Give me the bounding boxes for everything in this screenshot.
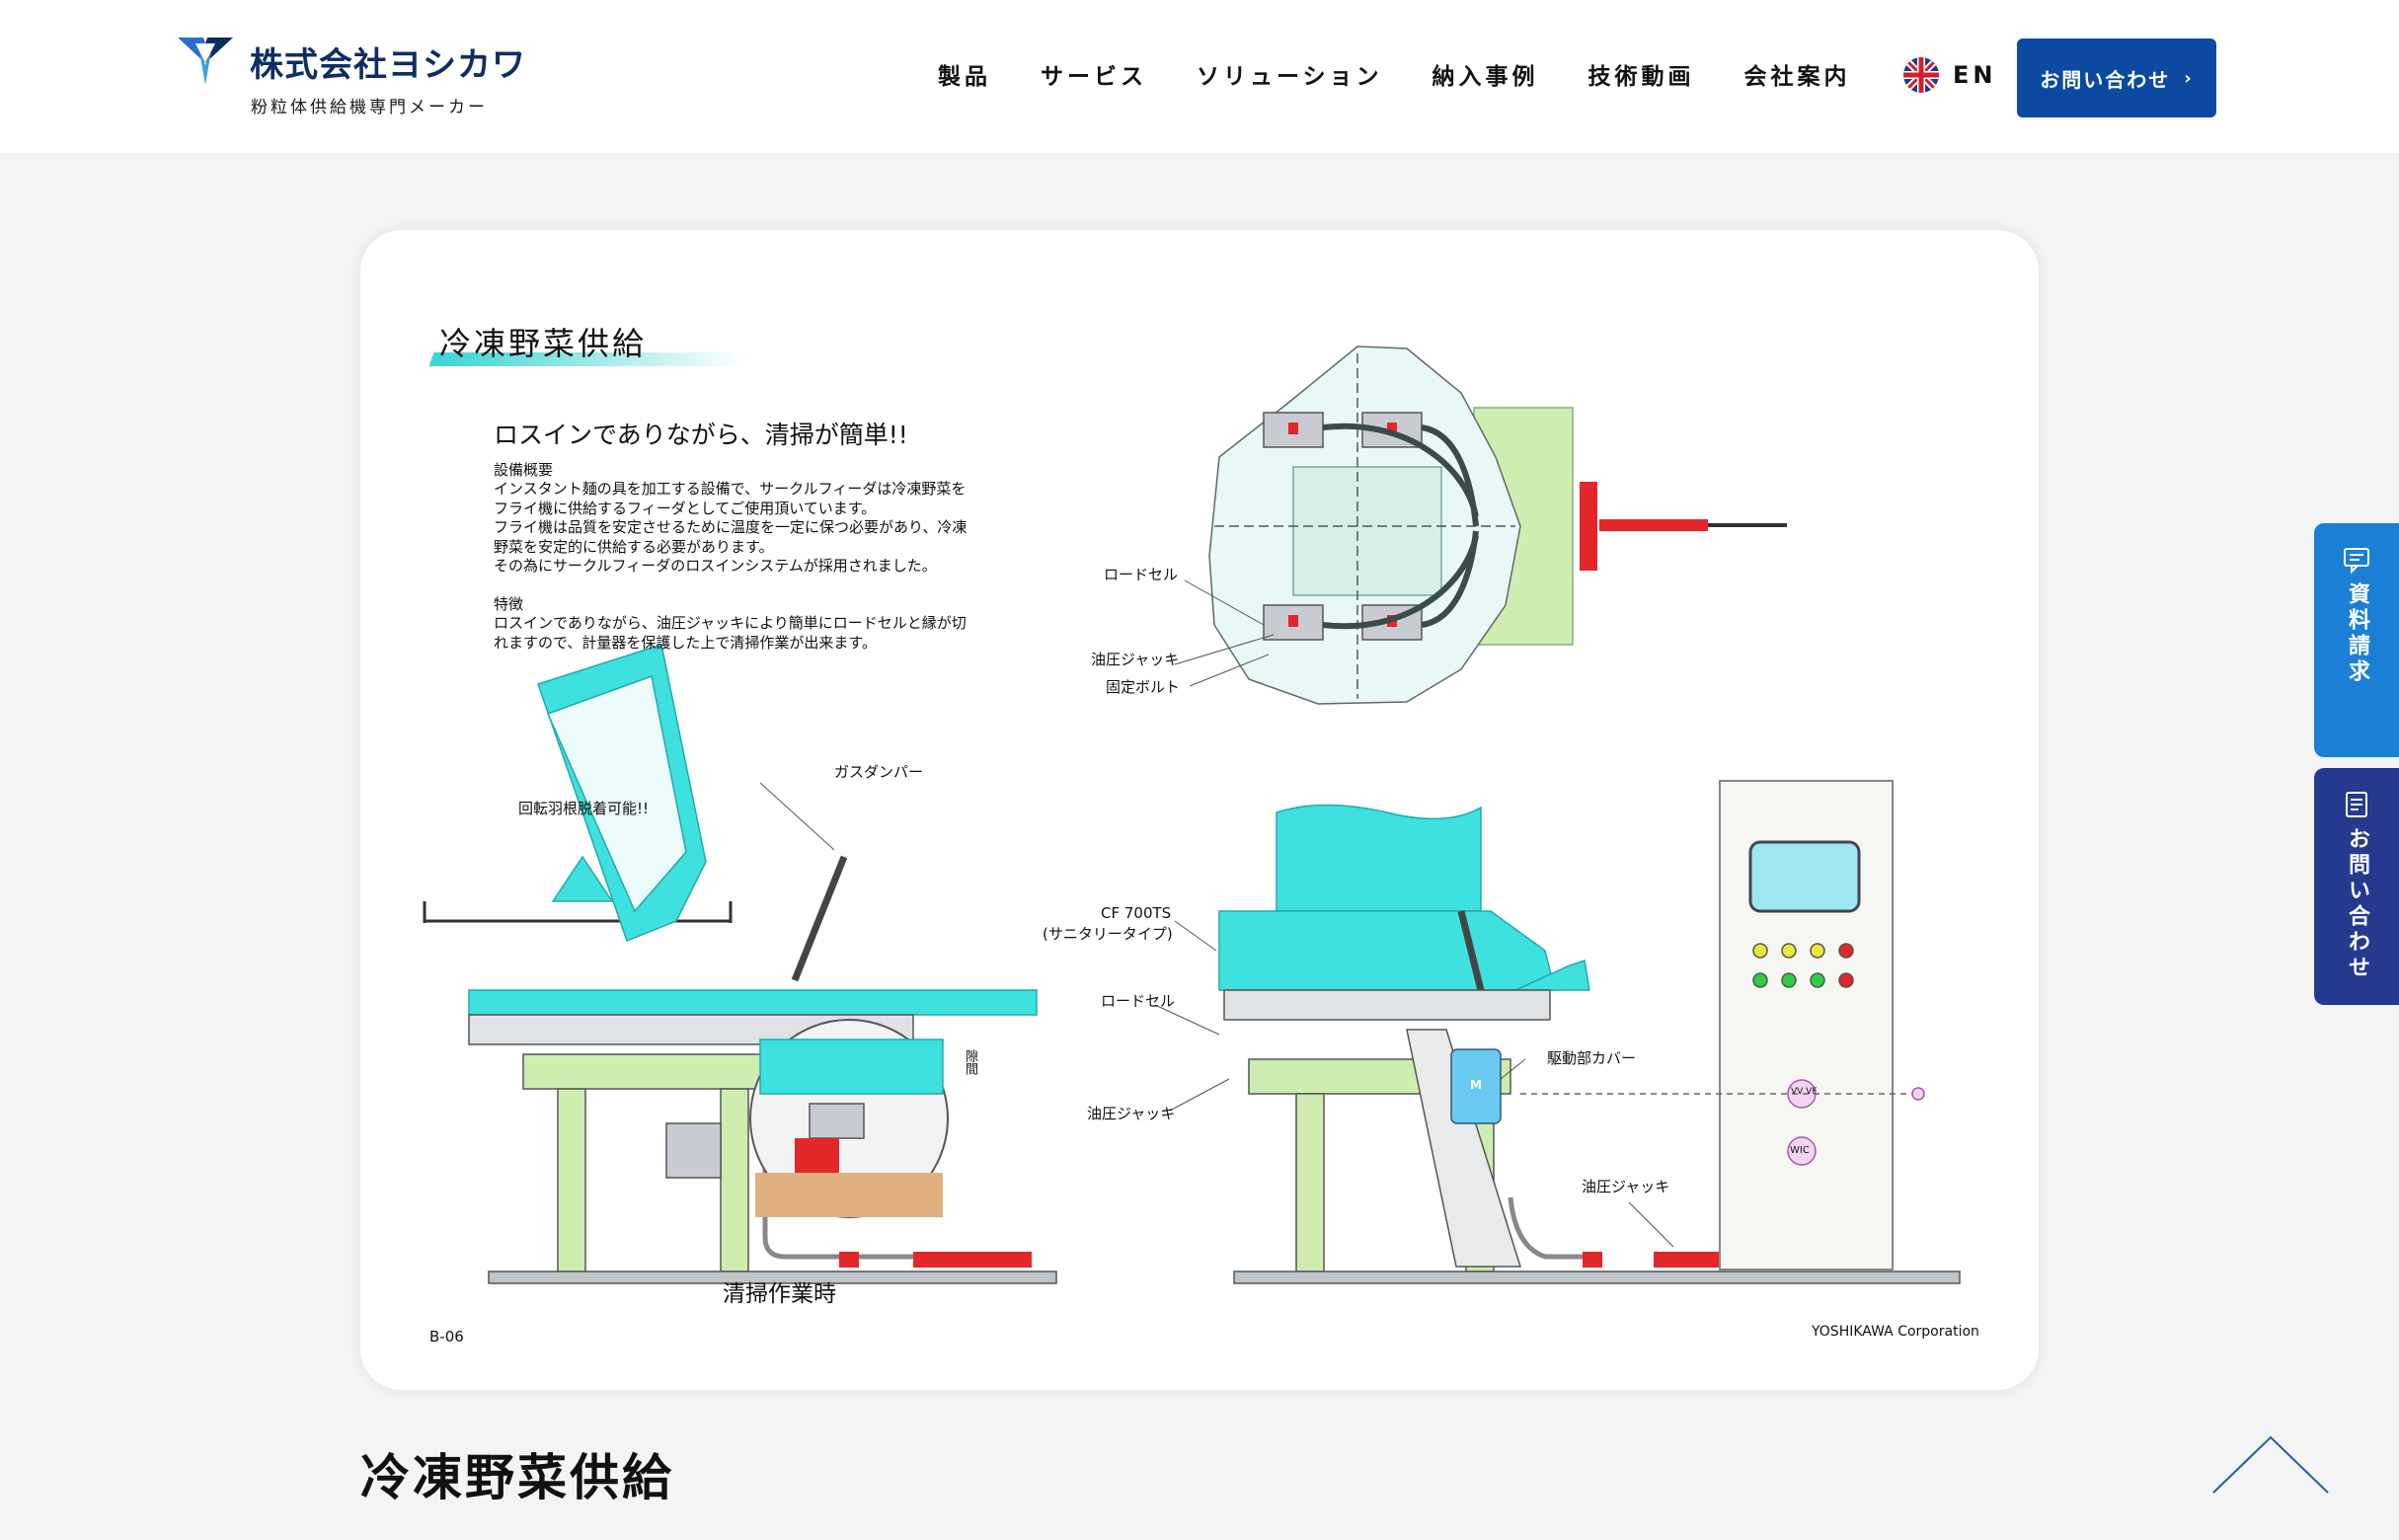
diagram-heading: ロスインでありながら、清掃が簡単!! xyxy=(494,421,908,449)
label-model: CF 700TS xyxy=(1101,904,1172,922)
nav-services[interactable]: サービス xyxy=(1041,64,1147,90)
diagram-code: B-06 xyxy=(429,1328,464,1346)
overview-label: 設備概要 xyxy=(494,461,554,479)
feature-text: ロスインでありながら、油圧ジャッキにより簡単にロードセルと縁が切 れますので、計… xyxy=(494,614,967,652)
label-jack-top: 油圧ジャッキ xyxy=(1091,651,1180,668)
label-jack-detail: 油圧ジャッキ xyxy=(1087,1105,1176,1122)
label-wic: WIC xyxy=(1790,1145,1810,1156)
label-drive-cover: 駆動部カバー xyxy=(1547,1049,1637,1067)
contact-tab[interactable]: お問い合わせ xyxy=(2314,768,2399,1005)
label-gap: 隙間 xyxy=(963,1049,977,1075)
label-load-cell-top: ロードセル xyxy=(1104,566,1179,583)
language-label: EN xyxy=(1953,61,1997,89)
feature-label: 特徴 xyxy=(494,595,524,613)
label-load-cell-side: ロードセル xyxy=(1101,992,1176,1010)
site-header: 株式会社ヨシカワ 粉粒体供給機専門メーカー 製品 サービス ソリューション 納入… xyxy=(0,0,2399,153)
label-vvvf: VV VF xyxy=(1791,1087,1818,1097)
nav-products[interactable]: 製品 xyxy=(938,64,991,90)
request-docs-tab[interactable]: 資料請求 xyxy=(2314,523,2399,757)
logo-name: 株式会社ヨシカワ xyxy=(250,45,526,85)
contact-button[interactable]: お問い合わせ › xyxy=(2017,38,2216,117)
nav-company[interactable]: 会社案内 xyxy=(1743,64,1851,90)
diagram-caption: 清掃作業時 xyxy=(723,1281,836,1307)
language-switch[interactable]: EN xyxy=(1903,57,1996,93)
logo[interactable]: 株式会社ヨシカワ 粉粒体供給機専門メーカー xyxy=(176,34,525,122)
contact-tab-label: お問い合わせ xyxy=(2345,827,2369,981)
main-nav: 製品 サービス ソリューション 納入事例 技術動画 会社案内 xyxy=(938,57,1900,91)
nav-videos[interactable]: 技術動画 xyxy=(1587,64,1695,90)
diagram-title: 冷凍野菜供給 xyxy=(439,325,648,362)
request-docs-label: 資料請求 xyxy=(2345,582,2369,685)
label-bolt: 固定ボルト xyxy=(1106,678,1181,696)
logo-mark-icon xyxy=(178,38,233,85)
equipment-diagram xyxy=(423,346,1961,1284)
scroll-top-icon[interactable] xyxy=(2211,1433,2330,1495)
top-view xyxy=(1208,346,1787,705)
label-motor: M xyxy=(1470,1078,1482,1092)
chat-icon xyxy=(2344,548,2369,575)
overview-text: インスタント麺の具を加工する設備で、サークルフィーダは冷凍野菜を フライ機に供給… xyxy=(494,480,967,575)
right-side-view xyxy=(1218,780,1961,1284)
chevron-right-icon: › xyxy=(2184,67,2194,89)
logo-tagline: 粉粒体供給機専門メーカー xyxy=(251,98,488,117)
label-jack-side: 油圧ジャッキ xyxy=(1582,1178,1670,1195)
diagram-card: 冷凍野菜供給 ロスインでありながら、清掃が簡単!! 設備概要 インスタント麺の具… xyxy=(360,230,2039,1390)
nav-solutions[interactable]: ソリューション xyxy=(1197,64,1383,90)
nav-cases[interactable]: 納入事例 xyxy=(1432,64,1539,90)
contact-button-label: お問い合わせ xyxy=(2040,67,2171,92)
label-model-sub: (サニタリータイプ) xyxy=(1043,925,1173,943)
left-side-view xyxy=(423,644,1057,1284)
uk-flag-icon xyxy=(1903,57,1939,93)
diagram-corp: YOSHIKAWA Corporation xyxy=(1812,1324,1979,1340)
label-blade: 回転羽根脱着可能!! xyxy=(518,800,650,817)
label-gas-damper: ガスダンパー xyxy=(834,763,924,781)
page-title: 冷凍野菜供給 xyxy=(360,1449,674,1506)
document-icon xyxy=(2346,792,2367,817)
